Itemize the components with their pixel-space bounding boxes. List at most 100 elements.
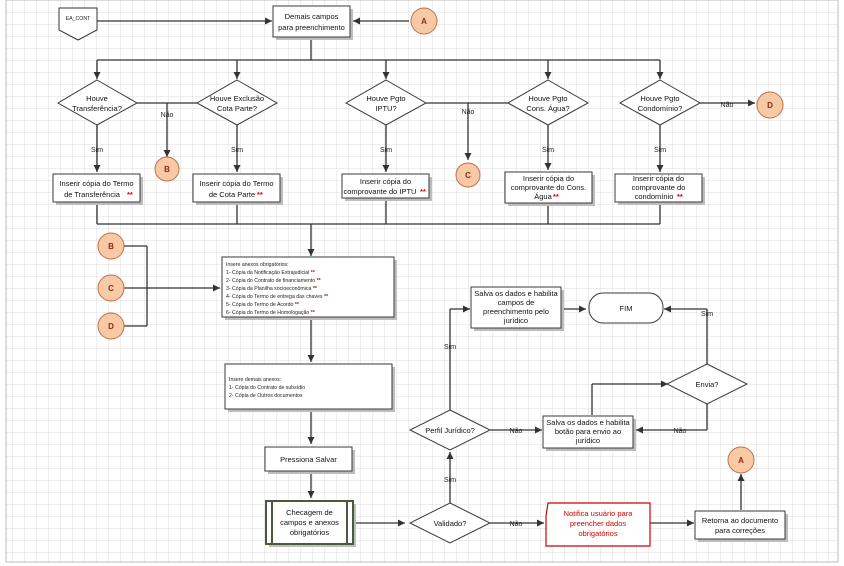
box-transferencia-line-1: Inserir cópia do Termo: [59, 179, 133, 188]
connector-d-no[interactable]: D: [756, 91, 784, 119]
salva-juridico-line-4: jurídico: [503, 316, 528, 325]
anexo-item-3: 3- Cópia da Planilha socioeconômica **: [226, 286, 318, 292]
box-agua-line-3: Água: [534, 192, 552, 201]
connector-d-in-label: D: [108, 322, 114, 331]
box-condominio-line-1: Inserir cópia do: [633, 174, 684, 183]
connector-lines: [93, 17, 755, 527]
connector-b-in[interactable]: B: [97, 232, 125, 260]
demais-campos-box[interactable]: Demais campos para preenchimento: [272, 5, 353, 40]
box-demais-anexos[interactable]: Insere demais anexos: 1- Cópia do Contra…: [224, 363, 395, 412]
decision-condominio-line-2: Condomínio?: [638, 104, 683, 113]
demais-anexos-title: Insere demais anexos:: [229, 377, 281, 383]
decision-envia-label: Envia?: [696, 380, 719, 389]
label-sim-exclusao: Sim: [231, 147, 243, 154]
salva-botao-line-2: botão para envio ao: [555, 427, 621, 436]
label-sim-envia: Sim: [701, 311, 713, 318]
decision-envia[interactable]: Envia?: [665, 363, 749, 405]
terminator-fim[interactable]: FIM: [588, 292, 664, 324]
label-sim-validado: Sim: [444, 477, 456, 484]
salva-juridico-line-3: preenchimento pelo: [483, 307, 549, 316]
box-condominio-line-2: comprovante do: [632, 183, 686, 192]
connector-a-top-label: A: [421, 17, 427, 26]
connector-a-bottom-label: A: [738, 456, 744, 465]
decision-iptu[interactable]: Houve Pgto IPTU?: [344, 79, 428, 126]
connector-c-no-label: C: [465, 171, 471, 180]
start-connector[interactable]: EA_CONT: [58, 7, 98, 41]
checagem-line-2: campos e anexos: [280, 518, 339, 527]
box-comprovante-condominio[interactable]: Inserir cópia do comprovante do condomín…: [614, 173, 705, 205]
label-sim-condominio: Sim: [654, 147, 666, 154]
label-sim-agua: Sim: [542, 147, 554, 154]
box-condominio-stars: **: [677, 192, 683, 201]
box-agua-line-2: comprovante do Cons.: [511, 183, 586, 192]
decision-condominio[interactable]: Houve Pgto Condomínio?: [618, 79, 702, 126]
anexo-item-5: 5- Cópia do Termo de Acordo **: [226, 302, 300, 308]
branch-labels: Sim Sim Sim Sim Sim Não Não Não Sim Sim …: [91, 102, 734, 528]
box-anexos-obrigatorios[interactable]: Insere anexos obrigatórios: 1- Cópia da …: [221, 256, 397, 320]
label-sim-iptu: Sim: [380, 147, 392, 154]
anexos-obrigatorios-title: Insere anexos obrigatórios:: [226, 262, 289, 268]
box-iptu-line-2: comprovante do IPTU: [344, 187, 417, 196]
decision-perfil-juridico[interactable]: Perfil Jurídico?: [408, 409, 492, 451]
anexo-item-1: 1- Cópia da Notificação Extrajudicial **: [226, 270, 316, 276]
decision-validado[interactable]: Validado?: [408, 502, 492, 544]
decision-agua[interactable]: Houve Pgto Cons. Água?: [506, 79, 590, 126]
label-nao-envia: Não: [674, 428, 687, 435]
connector-c-in[interactable]: C: [97, 274, 125, 302]
connector-b-no[interactable]: B: [154, 156, 180, 182]
decision-iptu-line-2: IPTU?: [375, 104, 396, 113]
anexo-item-4: 4- Cópia do Termo de entrega das chaves …: [226, 294, 329, 300]
box-salva-juridico[interactable]: Salva os dados e habilita campos de pree…: [470, 286, 564, 331]
box-salva-botao[interactable]: Salva os dados e habilita botão para env…: [542, 415, 636, 451]
label-sim-transfer: Sim: [91, 147, 103, 154]
salva-juridico-line-2: campos de: [498, 298, 535, 307]
connector-d-no-label: D: [767, 101, 773, 110]
retorna-line-1: Retorna ao documento: [702, 516, 778, 525]
box-comprovante-iptu[interactable]: Inserir cópia do comprovante do IPTU **: [341, 173, 432, 201]
box-notifica-usuario[interactable]: Notifica usuário para preencher dados ob…: [545, 502, 651, 547]
decision-iptu-line-1: Houve Pgto: [366, 94, 405, 103]
connector-c-in-label: C: [108, 284, 114, 293]
box-comprovante-agua[interactable]: Inserir cópia do comprovante do Cons. Ág…: [504, 171, 595, 206]
notifica-line-2: preencher dados: [570, 519, 627, 528]
label-nao-perfil: Não: [510, 428, 523, 435]
box-termo-transferencia[interactable]: Inserir cópia do Termo de Transferência …: [52, 173, 143, 205]
box-cota-line-1: Inserir cópia do Termo: [199, 179, 273, 188]
salva-botao-line-1: Salva os dados e habilita: [546, 418, 630, 427]
decision-condominio-line-1: Houve Pgto: [640, 94, 679, 103]
decision-exclusao[interactable]: Houve Exclusão Cota Parte?: [195, 79, 279, 126]
decision-agua-line-1: Houve Pgto: [528, 94, 567, 103]
decision-perfil-label: Perfil Jurídico?: [425, 426, 475, 435]
decision-exclusao-line-1: Houve Exclusão: [210, 94, 264, 103]
demais-campos-line-2: para preenchimento: [278, 23, 345, 32]
connector-a-top[interactable]: A: [410, 7, 438, 35]
decision-transferencia-line-1: Houve: [86, 94, 108, 103]
label-sim-perfil: Sim: [444, 344, 456, 351]
notifica-line-1: Notifica usuário para: [564, 509, 634, 518]
demais-anexo-item-2: 2- Cópia de Outros documentos: [229, 393, 303, 399]
pressiona-salvar-label: Pressiona Salvar: [280, 455, 337, 464]
box-iptu-stars: **: [420, 187, 426, 196]
box-termo-cota-parte[interactable]: Inserir cópia do Termo de Cota Parte **: [192, 173, 283, 205]
box-pressiona-salvar[interactable]: Pressiona Salvar: [264, 446, 355, 474]
demais-campos-line-1: Demais campos: [285, 12, 339, 21]
box-transferencia-line-2: de Transferência: [64, 190, 121, 199]
checagem-line-1: Checagem de: [286, 508, 333, 517]
decision-validado-label: Validado?: [434, 519, 467, 528]
decision-transferencia[interactable]: Houve Transferência?: [56, 79, 139, 126]
start-label: EA_CONT: [66, 16, 91, 22]
fim-label: FIM: [620, 304, 633, 313]
box-retorna-documento[interactable]: Retorna ao documento para correções: [694, 510, 788, 542]
salva-juridico-line-1: Salva os dados e habilita: [474, 289, 558, 298]
checagem-line-3: obrigatórios: [290, 528, 329, 537]
decision-agua-line-2: Cons. Água?: [526, 104, 569, 113]
box-cota-stars: **: [257, 190, 263, 199]
connector-a-bottom[interactable]: A: [727, 446, 755, 474]
box-checagem[interactable]: Checagem de campos e anexos obrigatórios: [265, 500, 356, 547]
box-agua-line-1: Inserir cópia do: [523, 174, 574, 183]
demais-anexo-item-1: 1- Cópia do Contrato de subsídio: [229, 385, 305, 391]
connector-b-in-label: B: [108, 242, 114, 251]
connector-d-in[interactable]: D: [97, 312, 125, 340]
label-nao-validado: Não: [510, 521, 523, 528]
connector-c-no[interactable]: C: [455, 162, 481, 188]
